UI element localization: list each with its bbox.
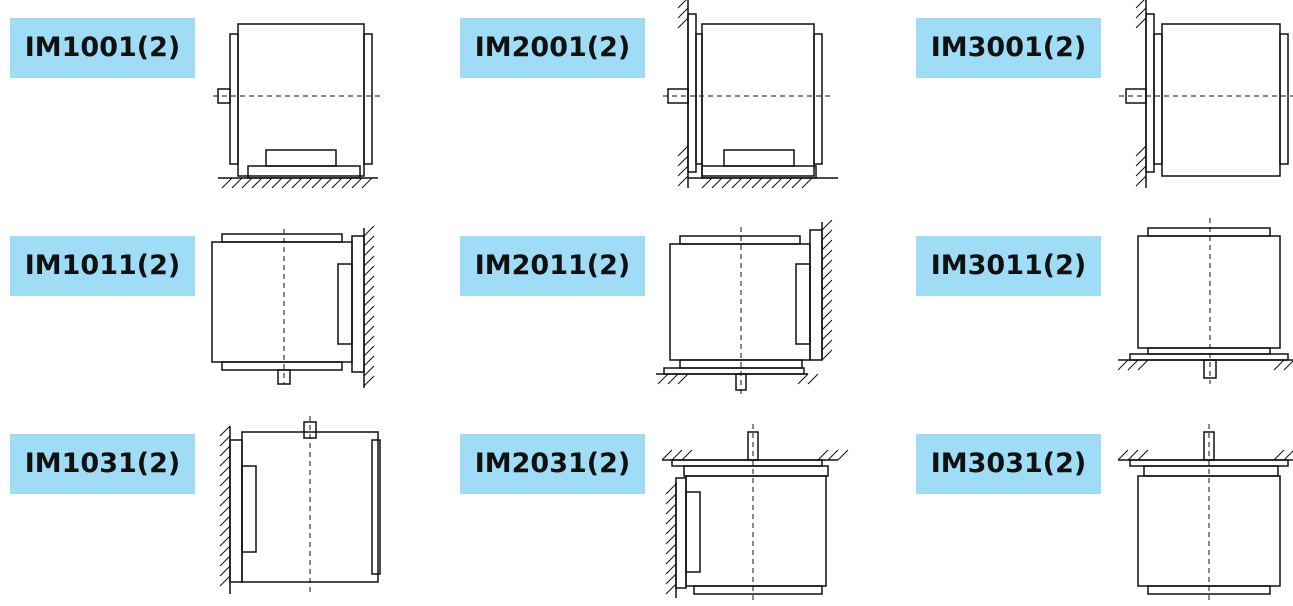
motor-flange-vertical-down-drawing xyxy=(1117,218,1293,384)
mounting-label: IM2011(2) xyxy=(460,236,645,296)
mounting-label: IM1011(2) xyxy=(10,236,195,296)
mounting-IM2011: IM2011(2) xyxy=(460,219,880,404)
mounting-label: IM1001(2) xyxy=(10,18,195,78)
motor-wall-foot-flange-drawing xyxy=(656,219,833,394)
mounting-label: IM3031(2) xyxy=(916,434,1101,494)
mounting-IM1001: IM1001(2) xyxy=(10,6,430,189)
mounting-label: IM2001(2) xyxy=(460,18,645,78)
motor-wall-flange-vertical-up-drawing xyxy=(661,424,849,600)
mounting-IM2001: IM2001(2) xyxy=(460,0,880,189)
mounting-IM1011: IM1011(2) xyxy=(10,224,430,404)
mounting-label: IM3001(2) xyxy=(916,18,1101,78)
motor-flange-vertical-up-drawing xyxy=(1117,424,1293,600)
motor-foot-mounted-drawing xyxy=(213,23,383,189)
mounting-IM3001: IM3001(2) xyxy=(916,0,1293,188)
mounting-IM3031: IM3031(2) xyxy=(916,422,1293,602)
mounting-label: IM1031(2) xyxy=(10,434,195,494)
mounting-IM3011: IM3011(2) xyxy=(916,218,1293,404)
motor-flange-mounted-drawing xyxy=(1119,0,1293,188)
motor-foot-flange-drawing xyxy=(663,0,838,189)
mounting-IM2031: IM2031(2) xyxy=(460,422,880,602)
mounting-IM1031: IM1031(2) xyxy=(10,416,430,602)
motor-wall-vertical-up-drawing xyxy=(219,416,381,594)
mounting-label: IM3011(2) xyxy=(916,236,1101,296)
motor-wall-foot-drawing xyxy=(211,225,375,388)
mounting-label: IM2031(2) xyxy=(460,434,645,494)
